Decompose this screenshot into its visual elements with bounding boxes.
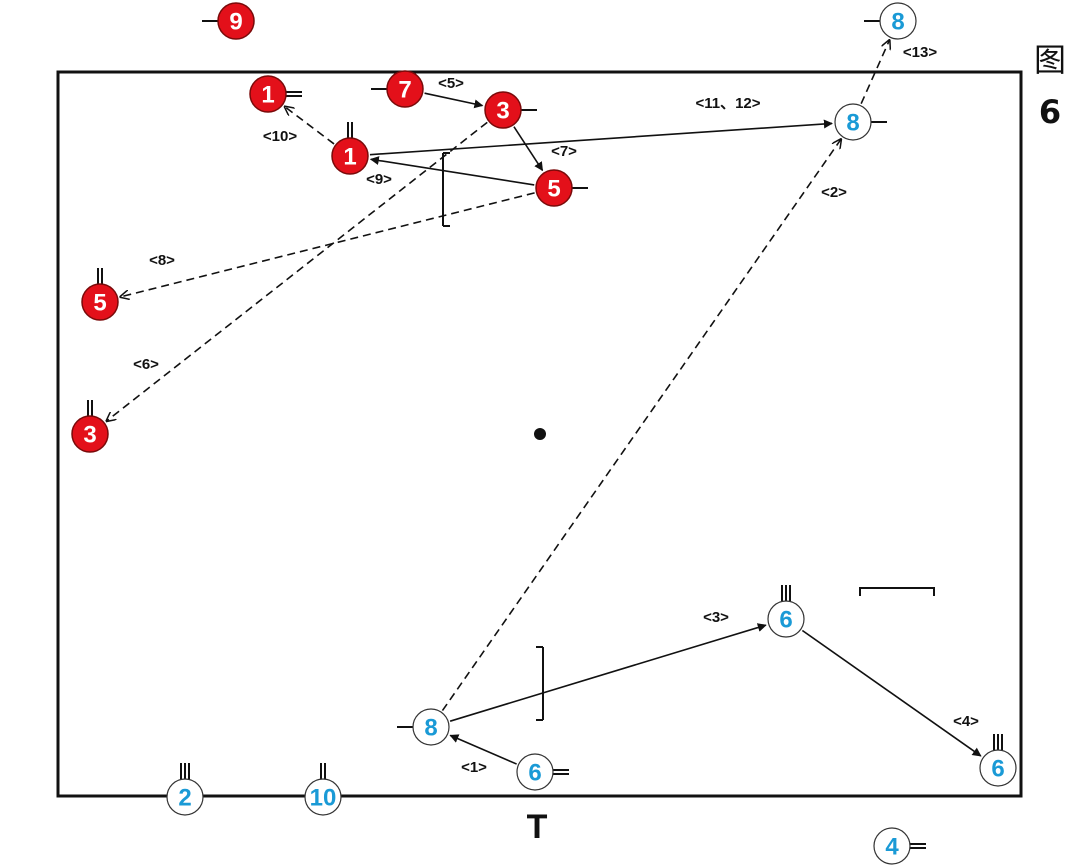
arrow-label: <8>: [149, 252, 175, 269]
figure-number: 6: [1038, 93, 1062, 131]
arrow-7: [513, 126, 544, 172]
arrow-label: <6>: [133, 356, 159, 373]
player-number: 8: [891, 9, 904, 36]
player-blue-4: 4: [873, 827, 926, 865]
figure-label: 图 6: [1030, 34, 1070, 138]
player-number: 3: [496, 98, 509, 125]
player-red-5b: 5: [81, 268, 119, 321]
player-red-9: 9: [202, 2, 255, 40]
player-circle: [386, 70, 424, 108]
player-circle: [767, 600, 805, 638]
arrow-label: <1>: [461, 759, 487, 776]
player-number: 8: [846, 110, 859, 137]
player-circle: [331, 137, 369, 175]
arrows-layer: [107, 40, 982, 765]
arrow-3: [449, 623, 767, 722]
player-red-5a: 5: [535, 169, 588, 207]
arrow-label: <9>: [366, 171, 392, 188]
player-blue-8b: 8: [834, 103, 887, 141]
player-blue-6a: 6: [767, 585, 805, 638]
player-red-7: 7: [371, 70, 424, 108]
bottom-symbol: T: [527, 808, 548, 846]
player-blue-6b: 6: [979, 734, 1017, 787]
player-circle: [166, 778, 204, 816]
player-blue-6c: 6: [516, 753, 569, 791]
player-circle: [304, 778, 342, 816]
arrow-9: [369, 156, 535, 186]
player-circle: [217, 2, 255, 40]
player-number: 7: [398, 77, 411, 104]
arrow-label: <11、12>: [695, 95, 760, 112]
player-number: 4: [885, 834, 899, 861]
player-red-3b: 3: [71, 400, 109, 453]
players-layer: 9 1 7 3 1 5 5 3 8 8 6 6 8 6 2 10 4: [71, 2, 1017, 865]
arrow-8: [120, 192, 535, 297]
arrow-12: [860, 40, 889, 105]
bracket-top: [442, 152, 450, 227]
arrow-1: [449, 734, 517, 765]
player-number: 6: [991, 756, 1004, 783]
arrow-label: <13>: [903, 44, 937, 61]
player-circle: [979, 749, 1017, 787]
arrow-5: [424, 92, 484, 109]
figure-char: 图: [1033, 41, 1066, 79]
player-circle: [484, 91, 522, 129]
player-circle: [535, 169, 573, 207]
screen-bar: [859, 587, 935, 596]
player-blue-2: 2: [166, 763, 204, 816]
arrow-label: <2>: [821, 184, 847, 201]
player-circle: [516, 753, 554, 791]
player-number: 1: [343, 144, 356, 171]
player-number: 6: [528, 760, 541, 787]
player-circle: [873, 827, 911, 865]
arrow-label: <3>: [703, 609, 729, 626]
player-number: 2: [178, 785, 191, 812]
player-number: 5: [547, 176, 560, 203]
arrow-labels-layer: <1> <2> <3> <4> <5> <6> <7> <8> <9> <10> <11、12> <1…: [133, 44, 979, 776]
bracket-bottom: [536, 646, 544, 721]
player-red-3a: 3: [484, 91, 537, 129]
player-circle: [412, 708, 450, 746]
player-blue-8a: 8: [864, 2, 917, 40]
player-red-1a: 1: [249, 75, 302, 113]
player-number: 3: [83, 422, 96, 449]
player-number: 1: [261, 82, 274, 109]
player-circle: [81, 283, 119, 321]
player-blue-10: 10: [304, 763, 342, 816]
arrow-11: [369, 119, 833, 156]
arrow-label: <5>: [438, 75, 464, 92]
player-number: 6: [779, 607, 792, 634]
center-dot: [534, 428, 546, 440]
arrow-label: <7>: [551, 143, 577, 160]
player-number: 9: [229, 9, 242, 36]
arrow-label: <4>: [953, 713, 979, 730]
arrow-6: [107, 121, 488, 421]
player-number: 5: [93, 290, 106, 317]
player-circle: [71, 415, 109, 453]
arrow-label: <10>: [263, 128, 297, 145]
arrow-10: [285, 107, 335, 145]
player-circle: [834, 103, 872, 141]
arrow-4: [801, 629, 982, 757]
court-boundary: [56, 70, 1023, 798]
player-circle: [879, 2, 917, 40]
player-blue-8c: 8: [397, 708, 450, 746]
player-red-1b: 1: [331, 122, 369, 175]
player-circle: [249, 75, 287, 113]
player-number: 8: [424, 715, 437, 742]
player-number: 10: [310, 785, 337, 812]
